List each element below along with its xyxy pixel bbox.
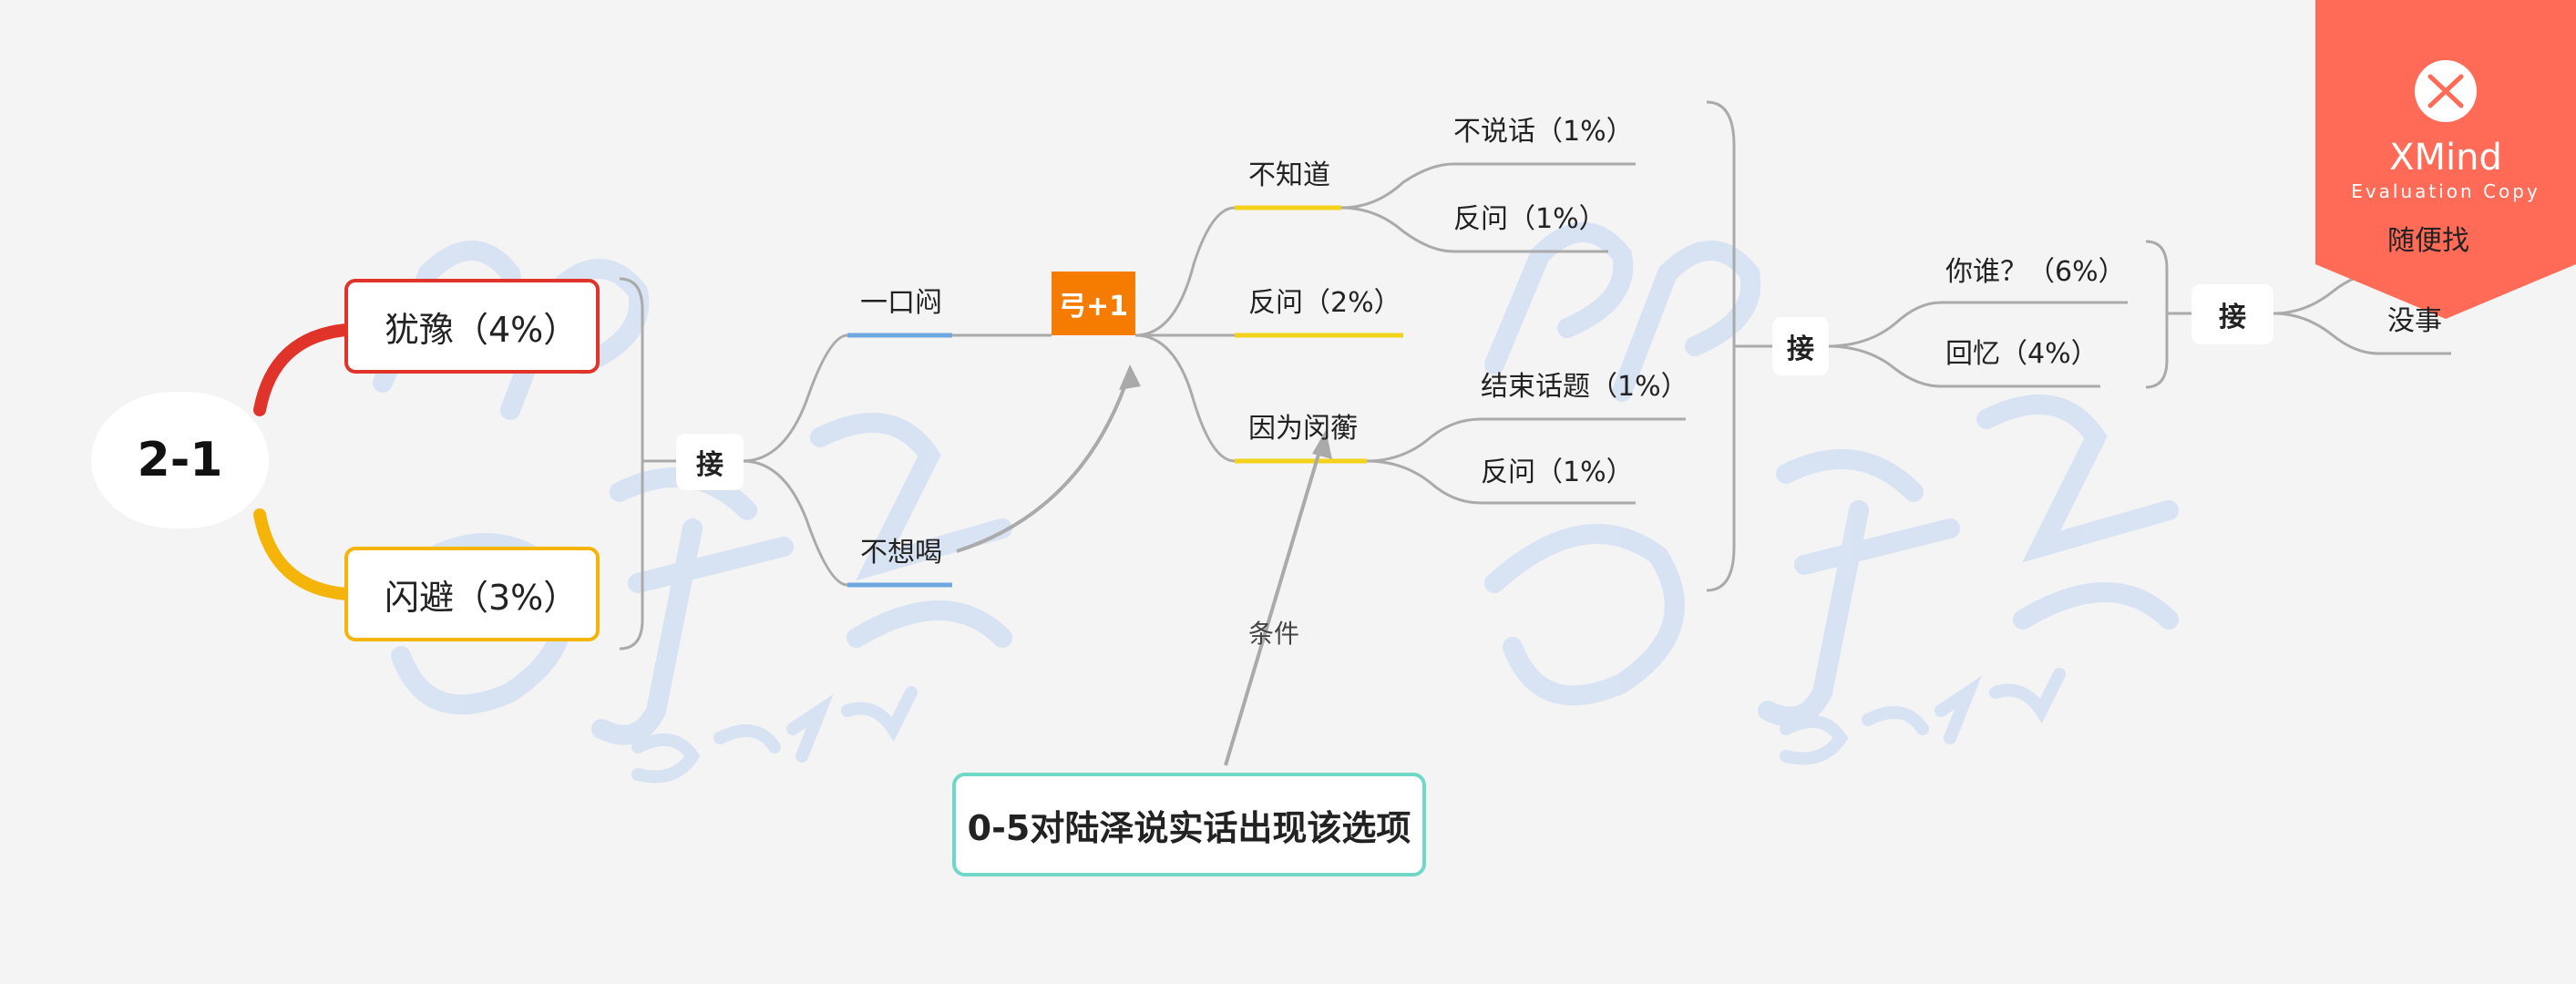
node-no-drink[interactable]: 不想喝: [860, 537, 942, 569]
jie-node-third[interactable]: 接: [2191, 284, 2273, 344]
branch-hesitate[interactable]: 犹豫（4%）: [344, 279, 600, 374]
bow-plus-one-tag: 弓+1: [1052, 272, 1135, 335]
condition-box[interactable]: 0-5对陆泽说实话出现该选项: [952, 773, 1426, 876]
node-who[interactable]: 你谁？（6%）: [1945, 256, 2126, 288]
node-one-sip[interactable]: 一口闷: [860, 287, 942, 319]
node-recall[interactable]: 回忆（4%）: [1945, 338, 2099, 370]
node-ask-back-2[interactable]: 反问（2%）: [1248, 287, 1401, 319]
xmind-title: XMind: [2389, 137, 2502, 179]
jie-node-first[interactable]: 接: [676, 434, 744, 490]
node-nothing[interactable]: 没事: [2387, 305, 2442, 337]
node-because[interactable]: 因为闵蘅: [1248, 413, 1358, 445]
node-end-topic[interactable]: 结束话题（1%）: [1481, 371, 1688, 403]
node-ask-back-1b[interactable]: 反问（1%）: [1481, 456, 1634, 488]
xmind-subtitle: Evaluation Copy: [2351, 180, 2540, 202]
root-node[interactable]: 2-1: [91, 392, 269, 528]
jie-node-second[interactable]: 接: [1772, 317, 1829, 375]
node-random[interactable]: 随便找: [2387, 225, 2469, 257]
node-silent[interactable]: 不说话（1%）: [1453, 116, 1634, 148]
node-dont-know[interactable]: 不知道: [1248, 159, 1330, 191]
node-ask-back-1a[interactable]: 反问（1%）: [1453, 203, 1606, 235]
condition-label: 条件: [1248, 619, 1300, 649]
xmind-evaluation-badge: XMind Evaluation Copy: [2315, 0, 2576, 319]
branch-avoid[interactable]: 闪避（3%）: [344, 547, 600, 641]
